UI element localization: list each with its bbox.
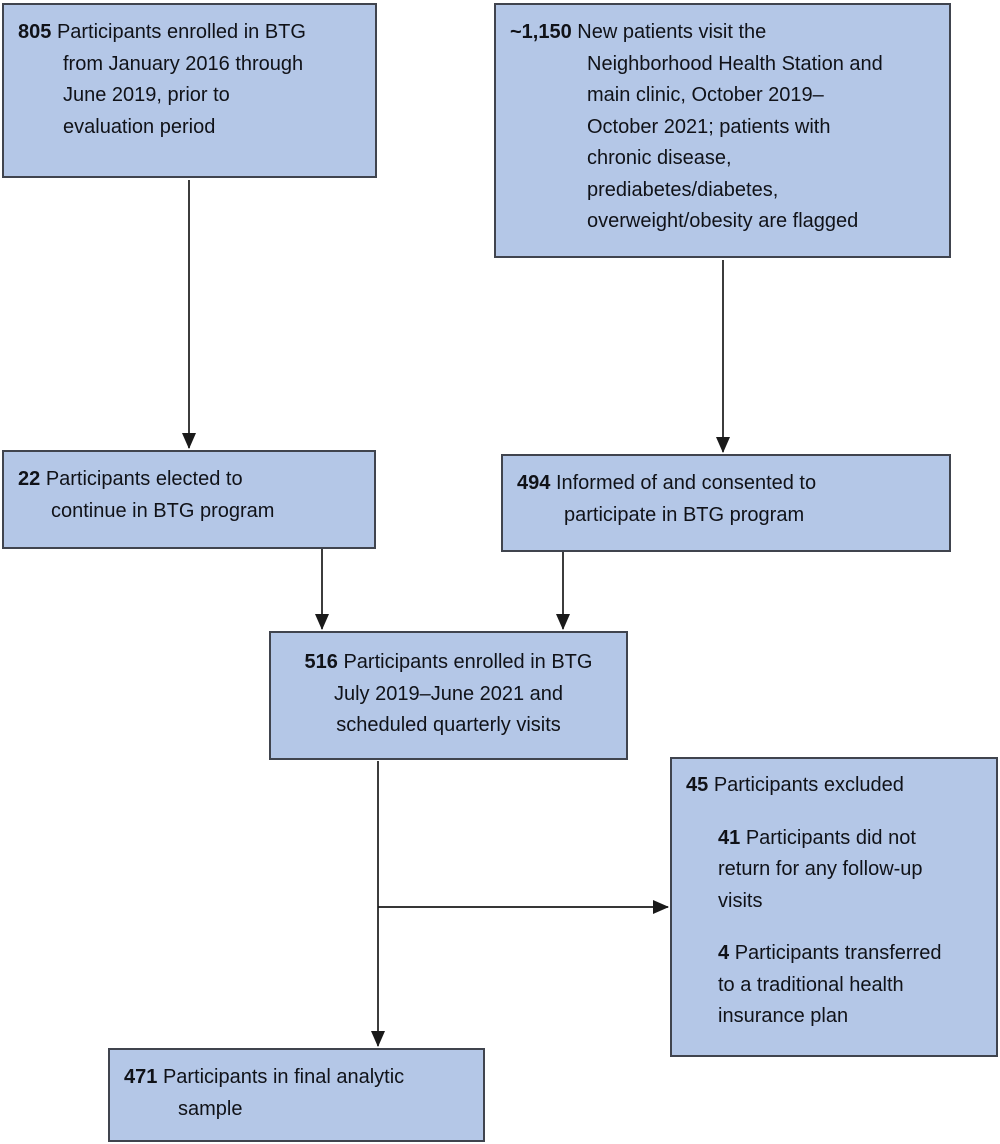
continued-description: Participants elected to continue in BTG … [45, 468, 275, 522]
consented-count: 494 [517, 472, 551, 494]
new-patients-count: ~1,150 [510, 21, 572, 43]
box-prior-text: 805 Participants enrolled in BTG from Ja… [18, 17, 361, 143]
box-continued: 22 Participants elected to continue in B… [2, 450, 376, 549]
transferred-description: Participants transferred to a traditiona… [718, 942, 942, 1027]
final-sample-description: Participants in final analytic sample [162, 1066, 405, 1120]
enrolled-description: Participants enrolled in BTG July 2019–J… [333, 651, 593, 736]
transferred-count: 4 [718, 942, 730, 964]
box-continued-text: 22 Participants elected to continue in B… [18, 464, 360, 527]
no-followup-description: Participants did not return for any foll… [718, 826, 923, 912]
enrolled-count: 516 [304, 651, 338, 673]
box-prior-enrollment: 805 Participants enrolled in BTG from Ja… [2, 3, 377, 178]
box-enrolled-text: 516 Participants enrolled in BTG July 20… [277, 647, 620, 742]
box-excluded-heading: 45 Participants excluded [686, 770, 982, 802]
consented-description: Informed of and consented to participate… [555, 472, 817, 526]
continued-count: 22 [18, 468, 41, 490]
excluded-item-transferred: 4 Participants transferred to a traditio… [718, 938, 982, 1033]
box-excluded: 45 Participants excluded 41 Participants… [670, 757, 998, 1057]
excluded-label: Participants excluded [713, 774, 904, 796]
excluded-item-no-followup: 41 Participants did not return for any f… [718, 823, 982, 918]
box-consented-text: 494 Informed of and consented to partici… [517, 468, 935, 531]
box-final-sample-text: 471 Participants in final analytic sampl… [124, 1062, 473, 1125]
no-followup-count: 41 [718, 826, 741, 849]
box-new-patients-text: ~1,150 New patients visit the Neighborho… [510, 17, 935, 238]
new-patients-description: New patients visit the Neighborhood Heal… [577, 21, 883, 232]
box-final-sample: 471 Participants in final analytic sampl… [108, 1048, 485, 1142]
final-sample-count: 471 [124, 1066, 158, 1088]
box-new-patients: ~1,150 New patients visit the Neighborho… [494, 3, 951, 258]
prior-count: 805 [18, 21, 52, 43]
box-consented: 494 Informed of and consented to partici… [501, 454, 951, 552]
box-enrolled: 516 Participants enrolled in BTG July 20… [269, 631, 628, 760]
excluded-count: 45 [686, 774, 709, 796]
prior-description: Participants enrolled in BTG from Januar… [56, 21, 306, 138]
